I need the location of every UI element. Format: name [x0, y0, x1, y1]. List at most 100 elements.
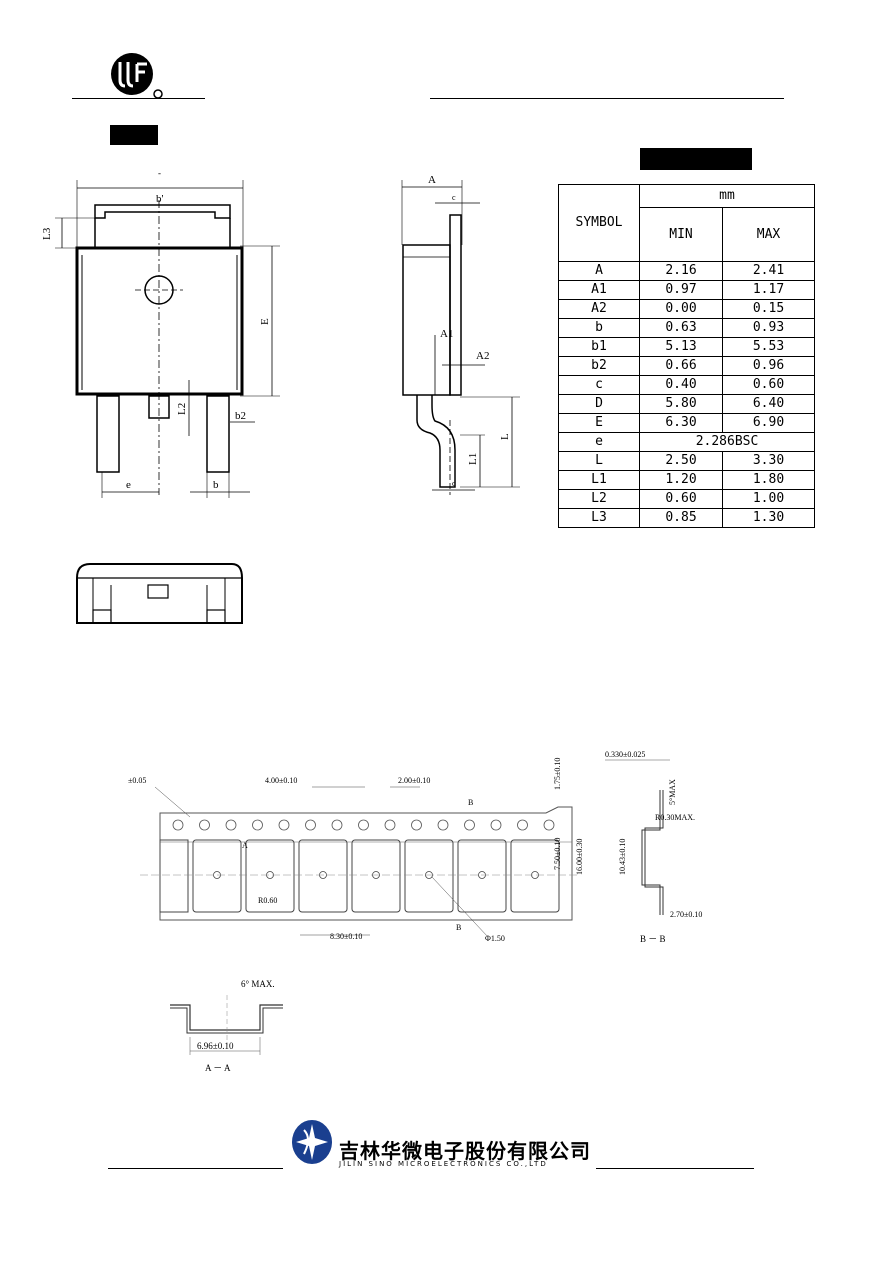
sprocket-hole — [543, 819, 555, 831]
label-l1: L1 — [467, 453, 479, 465]
sprocket-hole — [384, 819, 396, 831]
row-symbol: c — [558, 375, 640, 395]
symbol-header: SYMBOL — [558, 184, 640, 262]
table-row: e 2.286BSC — [558, 432, 815, 452]
label-bb: B － B — [640, 934, 666, 944]
svg-text:-: - — [158, 168, 161, 178]
sprocket-hole — [464, 819, 475, 831]
label-l: L — [499, 433, 511, 440]
header-rule-left — [72, 98, 205, 99]
row-symbol: A — [558, 261, 640, 281]
sprocket-hole — [358, 819, 369, 831]
label-a2: A2 — [476, 350, 489, 362]
label-w696: 6.96±0.10 — [197, 1041, 234, 1051]
label-e-dim: E — [259, 318, 271, 325]
footer-rule-left — [108, 1168, 283, 1169]
header-rule-right — [430, 98, 784, 99]
footer-rule-right — [596, 1168, 754, 1169]
sprocket-hole — [331, 819, 343, 831]
row-symbol: L — [558, 451, 640, 471]
row-max: 3.30 — [722, 451, 815, 471]
row-max: 1.30 — [722, 508, 815, 528]
tape-drawing: ±0.05 4.00±0.10 2.00±0.10 B 1.75±0.10 7.… — [128, 758, 584, 943]
row-symbol: b1 — [558, 337, 640, 357]
company-name-cn: 吉林华微电子股份有限公司 — [339, 1139, 591, 1163]
row-max: 0.15 — [722, 299, 815, 319]
tape-pocket — [245, 839, 295, 913]
row-symbol: A1 — [558, 280, 640, 300]
row-min: 5.13 — [639, 337, 723, 357]
label-t033: 0.330±0.025 — [605, 750, 645, 759]
label-b-mark: B — [468, 798, 473, 807]
tape-pocket — [510, 839, 560, 913]
row-min: 0.85 — [639, 508, 723, 528]
tape-pocket — [298, 839, 348, 913]
label-deg6: 6° MAX. — [241, 979, 275, 989]
label-tol: ±0.05 — [128, 776, 146, 785]
min-header: MIN — [639, 207, 723, 262]
company-name-en: JILIN SINO MICROELECTRONICS CO.,LTD — [339, 1160, 548, 1168]
label-p830: 8.30±0.10 — [330, 932, 362, 941]
label-l3: L3 — [41, 227, 53, 240]
front-view-drawing: b' - L3 E L2 b2 e b — [41, 168, 280, 624]
row-symbol: L1 — [558, 470, 640, 490]
row-min: 0.66 — [639, 356, 723, 376]
row-max: 6.90 — [722, 413, 815, 433]
row-value: 2.286BSC — [639, 432, 815, 452]
row-symbol: L2 — [558, 489, 640, 509]
tape-pocket — [159, 839, 189, 913]
row-symbol: L3 — [558, 508, 640, 528]
label-pitch4: 4.00±0.10 — [265, 776, 297, 785]
label-w175: 1.75±0.10 — [553, 758, 562, 790]
sprocket-hole — [252, 819, 263, 831]
row-max: 0.60 — [722, 375, 815, 395]
label-hole: Φ1.50 — [485, 934, 505, 943]
label-pitch2: 2.00±0.10 — [398, 776, 430, 785]
label-w750: 7.50±0.10 — [553, 838, 562, 870]
tape-pocket — [404, 839, 454, 913]
section-bb-drawing: 0.330±0.025 R0.30MAX. 10.43±0.10 5°MAX 2… — [605, 750, 702, 944]
row-min: 0.00 — [639, 299, 723, 319]
row-min: 0.60 — [639, 489, 723, 509]
sprocket-hole — [172, 819, 184, 831]
label-b-mark2: B — [456, 923, 461, 932]
tape-pocket — [351, 839, 401, 913]
row-min: 2.16 — [639, 261, 723, 281]
row-max: 1.00 — [722, 489, 815, 509]
row-min: 1.20 — [639, 470, 723, 490]
sprocket-hole — [278, 819, 290, 831]
star-logo-icon — [292, 1120, 332, 1164]
sprocket-hole — [199, 819, 210, 831]
table-title-box — [640, 148, 752, 170]
label-b2: b2 — [235, 410, 246, 422]
label-wmax: 5°MAX — [668, 779, 677, 805]
label-r060: R0.60 — [258, 896, 277, 905]
unit-header: mm — [639, 183, 815, 209]
row-max: 1.80 — [722, 470, 815, 490]
row-max: 5.53 — [722, 337, 815, 357]
label-b: b — [213, 479, 219, 491]
side-view-drawing: A c A1 A2 L L1 c — [401, 174, 520, 495]
row-symbol: e — [558, 432, 640, 452]
label-l2: L2 — [176, 403, 188, 415]
row-max: 2.41 — [722, 261, 815, 281]
logo-icon — [111, 53, 163, 99]
sprocket-hole — [225, 819, 237, 831]
label-c-bottom: c — [452, 479, 456, 488]
row-max: 6.40 — [722, 394, 815, 414]
row-symbol: b — [558, 318, 640, 338]
row-symbol: A2 — [558, 299, 640, 319]
sprocket-hole — [517, 819, 528, 831]
